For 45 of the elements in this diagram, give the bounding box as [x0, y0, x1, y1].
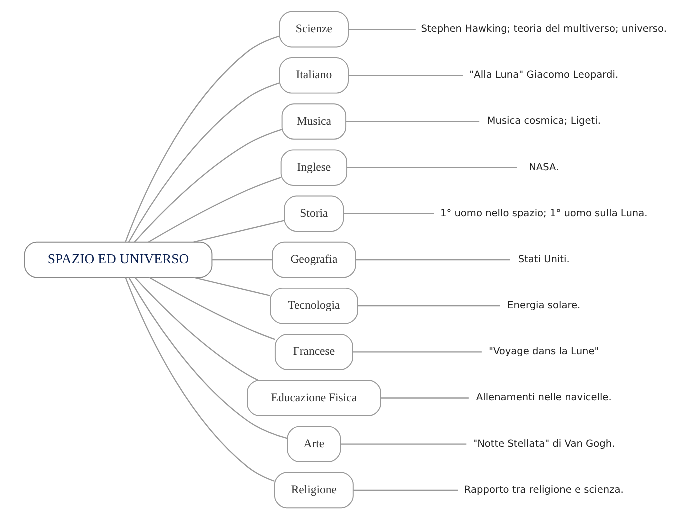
connector [358, 306, 500, 307]
connector [193, 220, 284, 243]
node-box: Educazione Fisica [246, 380, 381, 416]
node-box: Arte [286, 426, 341, 462]
node-box: Scienze [278, 11, 348, 48]
node-text: Allenamenti nelle navicelle. [476, 392, 612, 404]
node-box: Geografia [272, 242, 356, 278]
connector [352, 352, 482, 353]
node-box: Francese [274, 334, 353, 370]
connector [344, 213, 434, 214]
connector [348, 28, 416, 30]
node-box: Tecnologia [270, 288, 358, 324]
node-text: Musica cosmica; Ligeti. [486, 116, 600, 128]
node-box: Italiano [278, 58, 348, 94]
node-text: Stephen Hawking; teoria del multiverso; universo. [420, 24, 666, 36]
node-box: Storia [284, 196, 344, 232]
connector [148, 277, 275, 340]
node-text: Stati Uniti. [518, 254, 570, 266]
connector [355, 259, 510, 261]
node-text: 1° uomo nello spazio; 1° uomo sulla Luna. [440, 208, 648, 220]
node-box: Inglese [280, 150, 348, 186]
node-text: NASA. [528, 162, 559, 174]
connector [128, 82, 280, 242]
connector [340, 444, 466, 445]
node-box: Musica [281, 104, 346, 140]
node-text: Rapporto tra religione e scienza. [464, 484, 624, 496]
connector [134, 277, 258, 381]
node-box: SPAZIO ED UNIVERSO [24, 242, 212, 278]
connector [124, 36, 280, 242]
connector [193, 277, 270, 296]
node-text: "Notte Stellata" di Van Gogh. [472, 438, 615, 450]
connector [128, 278, 288, 440]
connector [134, 129, 282, 243]
connector [346, 167, 517, 168]
connector [346, 121, 480, 122]
connector [380, 398, 468, 399]
connector [353, 490, 458, 492]
connector [212, 259, 272, 261]
node-box: Religione [274, 472, 354, 509]
node-text: "Voyage dans la Lune" [488, 346, 599, 358]
connector [148, 177, 281, 243]
node-text: "Alla Luna" Giacomo Leopardi. [469, 70, 618, 82]
connector [124, 278, 274, 482]
node-text: Energia solare. [507, 300, 580, 312]
connector [348, 75, 462, 76]
